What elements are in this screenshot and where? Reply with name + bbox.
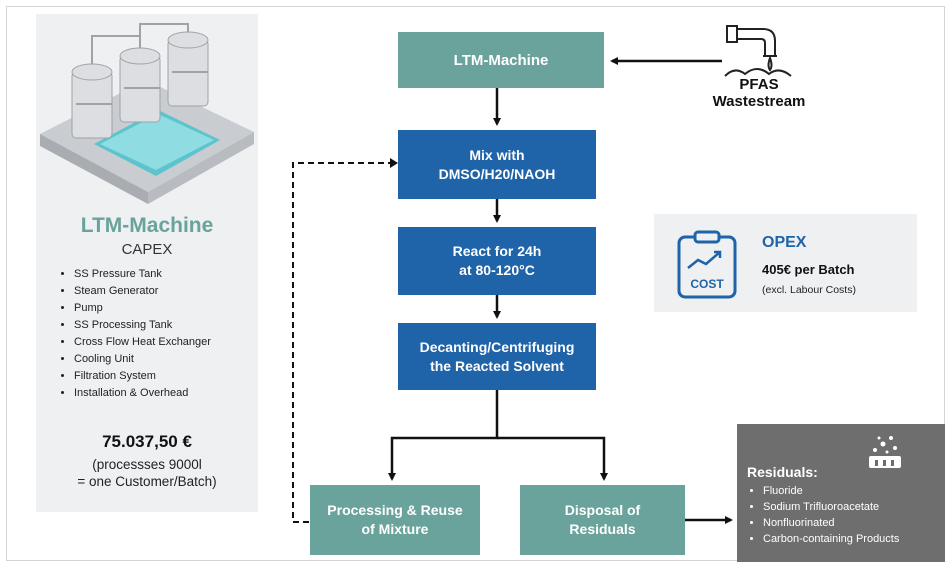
cost-icon-label: COST [690, 277, 724, 291]
pfas-wastestream-label: PFAS Wastestream [694, 76, 824, 110]
mix-step-line: Mix with [469, 146, 525, 163]
capex-item: Cooling Unit [74, 351, 211, 368]
residual-item: Nonfluorinated [763, 515, 899, 531]
capex-note-line: = one Customer/Batch) [77, 474, 217, 489]
disposal-step-line: Residuals [569, 521, 636, 537]
residual-item: Fluoride [763, 483, 899, 499]
capex-item: Installation & Overhead [74, 385, 211, 402]
ltm-machine-box: LTM-Machine [398, 32, 604, 88]
reuse-step-line: of Mixture [361, 521, 429, 537]
reuse-step-line: Processing & Reuse [327, 502, 463, 518]
decant-step-box: Decanting/Centrifuging the Reacted Solve… [398, 323, 596, 390]
capex-item: Steam Generator [74, 283, 211, 300]
opex-title: OPEX [762, 234, 807, 251]
capex-note-line: (processses 9000l [92, 457, 202, 472]
capex-note: (processses 9000l = one Customer/Batch) [36, 456, 258, 490]
capex-price: 75.037,50 € [102, 432, 192, 451]
capex-item: SS Processing Tank [74, 317, 211, 334]
decant-step-line: the Reacted Solvent [430, 357, 564, 374]
residuals-title: Residuals: [747, 464, 818, 480]
residuals-list: Fluoride Sodium Trifluoroacetate Nonfluo… [749, 483, 899, 547]
capex-components-list: SS Pressure Tank Steam Generator Pump SS… [60, 266, 211, 402]
opex-note: (excl. Labour Costs) [762, 284, 856, 296]
wastewater-pipe-icon [724, 25, 792, 77]
residual-item: Sodium Trifluoroacetate [763, 499, 899, 515]
disposal-step-line: Disposal of [564, 502, 641, 518]
capex-item: Pump [74, 300, 211, 317]
mix-step-box: Mix with DMSO/H20/NAOH [398, 130, 596, 199]
capex-machine-title: LTM-Machine [80, 214, 214, 237]
react-step-line: React for 24h [452, 243, 542, 259]
react-step-box: React for 24h at 80-120°C [398, 227, 596, 295]
disposal-step-box: Disposal of Residuals [520, 485, 685, 555]
decant-step-line: Decanting/Centrifuging [419, 338, 575, 355]
capex-item: Filtration System [74, 368, 211, 385]
ltm-machine-illustration-icon [40, 23, 254, 204]
mix-step-line: DMSO/H20/NAOH [438, 165, 556, 182]
opex-panel: COST OPEX 405€ per Batch (excl. Labour C… [654, 214, 917, 312]
capex-item: Cross Flow Heat Exchanger [74, 334, 211, 351]
opex-price: 405€ per Batch [762, 262, 855, 277]
cost-clipboard-icon: COST [677, 230, 737, 299]
pfas-label-line: PFAS [739, 76, 779, 93]
pfas-label-line: Wastestream [712, 93, 806, 110]
capex-label: CAPEX [121, 241, 173, 258]
react-step-line: at 80-120°C [459, 262, 535, 278]
residuals-panel: Residuals: Fluoride Sodium Trifluoroacet… [737, 424, 945, 562]
residue-particles-icon [869, 436, 901, 468]
residual-item: Carbon-containing Products [763, 531, 899, 547]
capex-item: SS Pressure Tank [74, 266, 211, 283]
ltm-machine-label: LTM-Machine [453, 51, 549, 69]
capex-panel: LTM-Machine CAPEX SS Pressure Tank Steam… [36, 14, 258, 512]
reuse-step-box: Processing & Reuse of Mixture [310, 485, 480, 555]
